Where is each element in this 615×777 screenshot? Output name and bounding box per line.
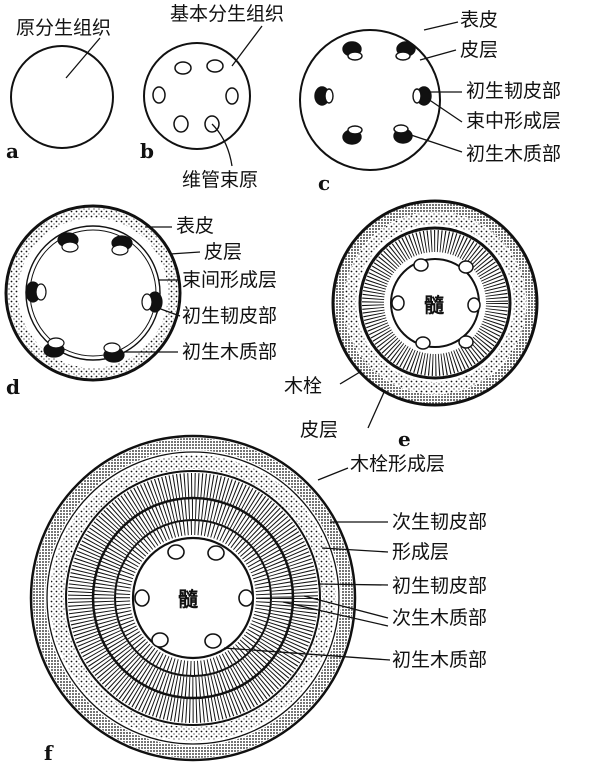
cork-layer-e — [334, 202, 536, 404]
primary-xylem-f — [134, 544, 254, 649]
stem-outer-d — [4, 204, 182, 382]
label-c-primary-xylem: 初生木质部 — [466, 143, 561, 165]
cork-band-f — [33, 438, 353, 758]
label-d-primary-phloem: 初生韧皮部 — [182, 305, 277, 327]
label-d-cortex: 皮层 — [204, 241, 242, 263]
cortex-band-d — [8, 208, 178, 378]
panel-letter-c: c — [318, 171, 330, 195]
leader-f-sec-xylem-a — [303, 595, 389, 619]
label-f-secondary-xylem: 次生木质部 — [392, 607, 487, 629]
procambium-strands — [152, 59, 239, 133]
leader-e-cork — [339, 371, 361, 385]
leader-f-primary-phloem — [317, 583, 389, 586]
leader-f-sec-xylem-b — [282, 601, 389, 627]
leader-c-cambium — [427, 98, 463, 123]
cortex-layer-e — [344, 212, 526, 394]
phloem-ring-e — [358, 226, 512, 380]
leader-f-cork-cambium — [317, 467, 349, 481]
panel-c: 表皮 皮层 初生韧皮部 束中形成层 初生木质部 c — [299, 9, 561, 195]
growth-ring-1-f — [91, 496, 295, 700]
panel-letter-e: e — [398, 427, 411, 451]
label-e-cork: 木栓 — [284, 375, 322, 397]
xylem-band-e — [362, 230, 508, 376]
secondary-xylem-inner-f — [94, 499, 292, 697]
young-stem-circle-c — [299, 29, 441, 171]
label-f-secondary-phloem: 次生韧皮部 — [392, 511, 487, 533]
leader-f-primary-xylem — [223, 647, 391, 661]
panel-a: 原分生组织 a — [6, 17, 114, 163]
label-f-pith: 髓 — [178, 587, 199, 611]
label-c-fascicular-cambium: 束中形成层 — [466, 110, 561, 132]
label-c-primary-phloem: 初生韧皮部 — [466, 80, 561, 102]
growth-ring-2-f — [114, 519, 272, 677]
leader-c-xylem — [407, 133, 463, 153]
secondary-xylem-outer-f — [68, 473, 318, 723]
leader-b-procambium — [211, 123, 233, 167]
cambium-ring-inner-d — [29, 229, 157, 357]
panel-b: 基本分生组织 维管束原 b — [140, 3, 284, 191]
ground-meristem-circle — [143, 42, 251, 150]
label-c-cortex: 皮层 — [460, 39, 498, 61]
leader-c-epidermis — [423, 21, 459, 31]
panel-letter-f: f — [44, 741, 54, 765]
vascular-bundles-d — [25, 232, 163, 363]
label-f-cork-cambium: 木栓形成层 — [350, 453, 445, 475]
label-d-primary-xylem: 初生木质部 — [182, 341, 277, 363]
label-promeristem: 原分生组织 — [16, 17, 111, 39]
leader-b-ground — [231, 25, 263, 67]
label-ground-meristem: 基本分生组织 — [170, 3, 284, 25]
vascular-bundles-c — [314, 41, 432, 145]
cork-cambium-ring-f — [46, 451, 340, 745]
label-f-primary-phloem: 初生韧皮部 — [392, 575, 487, 597]
leader-a-promeristem — [65, 37, 101, 79]
panel-letter-a: a — [6, 139, 19, 163]
label-d-interfascicular-cambium: 束间形成层 — [182, 269, 277, 291]
label-d-epidermis: 表皮 — [176, 215, 214, 237]
label-e-pith: 髓 — [424, 293, 445, 317]
promeristem-circle — [10, 45, 114, 149]
label-procambium: 维管束原 — [182, 169, 258, 191]
label-c-epidermis: 表皮 — [460, 9, 498, 31]
panel-d: 表皮 皮层 束间形成层 初生韧皮部 初生木质部 d — [4, 204, 277, 399]
label-e-cortex: 皮层 — [300, 419, 338, 441]
label-f-primary-xylem: 初生木质部 — [392, 649, 487, 671]
leader-d-cortex — [169, 251, 201, 255]
inner-xylem-f — [116, 521, 270, 675]
leader-f-cambium — [321, 547, 389, 553]
primary-xylem-e — [391, 258, 481, 350]
leader-e-cortex — [367, 389, 386, 429]
panel-f: 髓 木栓形成层 次生韧皮部 形成层 初生韧皮部 次生木质部 初生木质部 f — [29, 434, 487, 765]
panel-e: 髓 木栓 皮层 e — [284, 199, 539, 451]
cambium-ring-f — [65, 470, 321, 726]
leader-d-phloem — [157, 307, 181, 317]
label-f-cambium: 形成层 — [392, 541, 449, 563]
leader-c-cortex — [419, 49, 457, 61]
secondary-phloem-band-f — [50, 455, 336, 741]
panel-letter-b: b — [140, 139, 154, 163]
panel-letter-d: d — [6, 375, 20, 399]
